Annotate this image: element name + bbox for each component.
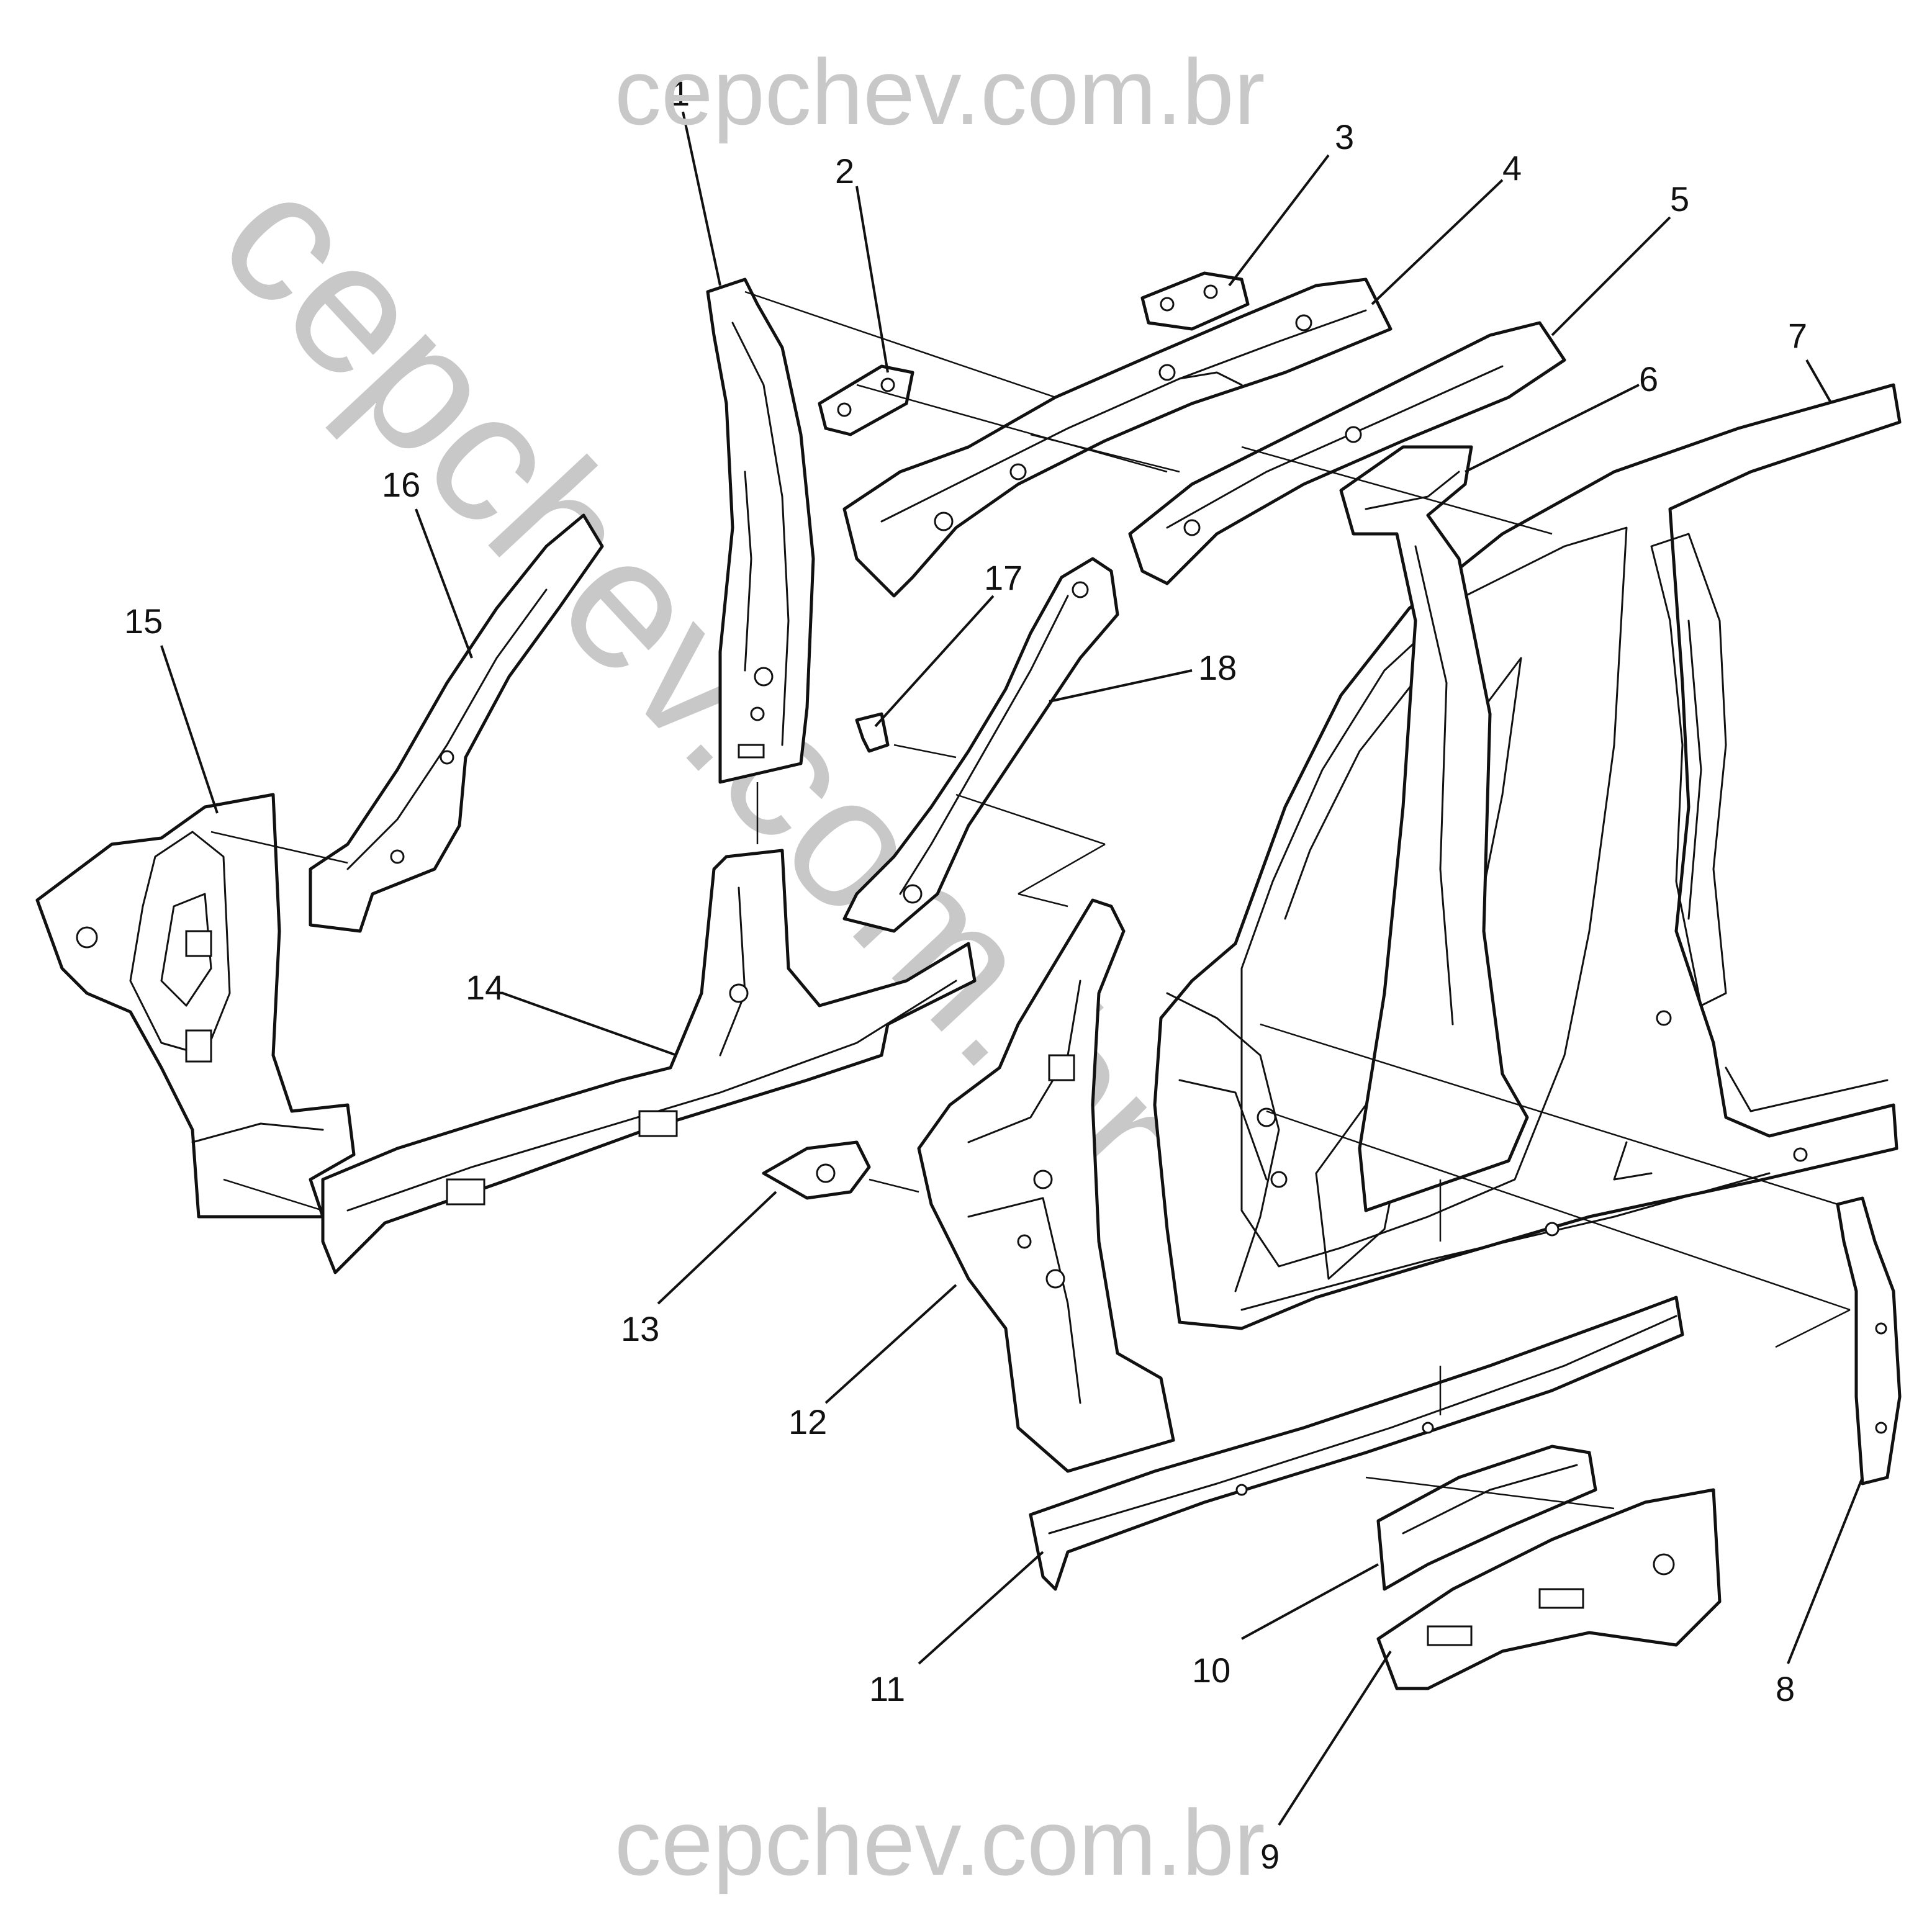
callout-9: 9 [1260, 1837, 1280, 1876]
callout-1: 1 [670, 74, 690, 113]
callout-3: 3 [1335, 117, 1354, 156]
part-6-b-pillar-inner [1339, 445, 1529, 1212]
part-1-a-pillar-upper [706, 277, 815, 784]
watermark-bottom: cepchev.com.br [615, 1790, 1265, 1895]
part-2-bracket [818, 364, 914, 436]
part-14-rocker-inner [321, 849, 977, 1274]
callout-17: 17 [984, 558, 1022, 597]
callout-leader-lines [160, 111, 1864, 1826]
part-16-hinge-pillar-upper [309, 513, 604, 933]
callout-2: 2 [835, 151, 854, 191]
callout-6: 6 [1639, 359, 1658, 399]
part-9-rocker-extension [1376, 1488, 1722, 1690]
part-5-roof-rail-outer [1128, 321, 1566, 585]
callout-10: 10 [1192, 1651, 1230, 1690]
part-11-rocker-outer [1029, 1296, 1684, 1591]
callout-7: 7 [1788, 316, 1807, 355]
part-8-rear-pillar-strip [1836, 1196, 1902, 1485]
part-18-a-pillar-reinforcement [842, 557, 1119, 933]
watermark-top: cepchev.com.br [615, 40, 1265, 144]
part-13-plate [762, 1140, 871, 1200]
part-4-roof-rail-inner [842, 277, 1393, 598]
part-3-bracket [1140, 271, 1250, 331]
callout-15: 15 [124, 602, 163, 641]
part-12-hinge-pillar-inner [917, 898, 1175, 1473]
callout-4: 4 [1502, 148, 1522, 187]
callout-18: 18 [1198, 648, 1237, 687]
callout-8: 8 [1776, 1669, 1795, 1708]
assembly-guide-lines [210, 291, 1851, 1510]
part-10-rear-bracket [1376, 1445, 1597, 1591]
callout-labels: 1 2 3 4 5 6 7 8 9 10 11 12 13 14 15 16 1… [124, 74, 1807, 1876]
callout-14: 14 [466, 968, 504, 1007]
callout-11: 11 [869, 1669, 905, 1708]
callout-5: 5 [1670, 179, 1689, 219]
callout-12: 12 [788, 1402, 827, 1441]
part-15-hinge-pillar-lower [35, 793, 356, 1219]
part-17-clip [855, 712, 890, 753]
callout-16: 16 [382, 465, 420, 504]
callout-13: 13 [621, 1309, 659, 1348]
